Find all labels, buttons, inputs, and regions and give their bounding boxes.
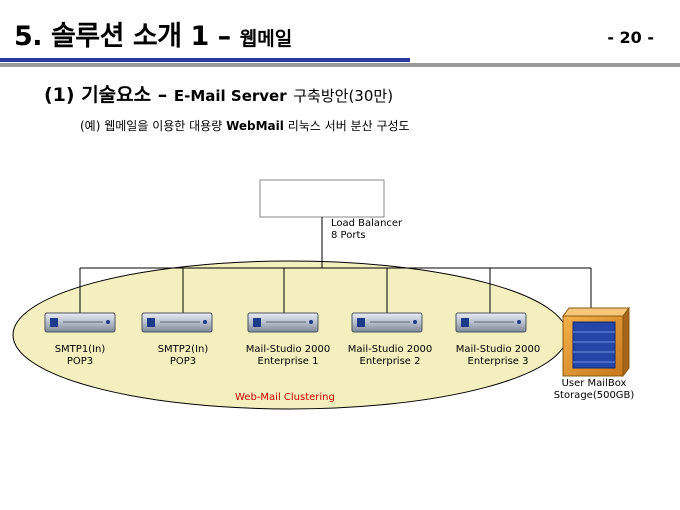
server-label-line2: POP3 — [66, 356, 94, 367]
server-label: Mail-Studio 2000 Enterprise 3 — [448, 344, 548, 368]
example-caption: (예) 웹메일을 이용한 대용량 WebMail 리눅스 서버 분산 구성도 — [80, 117, 410, 134]
title-rule-blue — [0, 58, 410, 62]
connection-lines — [79, 217, 592, 313]
cluster-label: Web-Mail Clustering — [235, 392, 335, 403]
server-icon — [44, 312, 116, 333]
title-main: 5. 솔루션 소개 1 – — [14, 21, 231, 52]
section-number-title: (1) 기술요소 – — [44, 84, 168, 106]
example-prefix: (예) 웹메일을 이용한 대용량 — [80, 119, 223, 133]
title-sub: 웹메일 — [239, 28, 293, 50]
server-label: Mail-Studio 2000 Enterprise 1 — [238, 344, 338, 368]
server-label-line1: Mail-Studio 2000 — [245, 344, 331, 355]
server-label-line1: Mail-Studio 2000 — [347, 344, 433, 355]
server-label-line2: Enterprise 2 — [359, 356, 421, 367]
page-number: - 20 - — [607, 28, 654, 47]
storage-label-line2: Storage(500GB) — [553, 390, 635, 401]
load-balancer-box — [259, 179, 385, 218]
server-label-line1: Mail-Studio 2000 — [455, 344, 541, 355]
server-label-line2: POP3 — [169, 356, 197, 367]
server-label-line1: SMTP2(In) — [157, 344, 209, 355]
storage-label-line1: User MailBox — [561, 378, 627, 389]
section-server: E-Mail Server — [173, 87, 287, 105]
cluster-ellipse — [12, 260, 568, 410]
section-heading: (1) 기술요소 – E-Mail Server 구축방안(30만) — [44, 80, 393, 107]
title-rule-gray — [0, 63, 680, 67]
load-balancer-line1: Load Balancer — [331, 218, 403, 229]
server-label-line1: SMTP1(In) — [54, 344, 106, 355]
server-label-line2: Enterprise 3 — [467, 356, 529, 367]
server-icon — [247, 312, 319, 333]
server-label: Mail-Studio 2000 Enterprise 2 — [340, 344, 440, 368]
server-icon — [351, 312, 423, 333]
load-balancer-label: Load Balancer 8 Ports — [331, 218, 402, 242]
storage-label: User MailBox Storage(500GB) — [546, 378, 642, 402]
server-label-line2: Enterprise 1 — [257, 356, 319, 367]
example-bold: WebMail — [226, 119, 284, 133]
server-icon — [455, 312, 527, 333]
page-title: 5. 솔루션 소개 1 – 웹메일 — [14, 14, 292, 53]
section-plan: 구축방안(30만) — [293, 87, 394, 105]
server-label: SMTP2(In) POP3 — [143, 344, 223, 368]
server-label: SMTP1(In) POP3 — [40, 344, 120, 368]
storage-icon — [562, 306, 630, 378]
server-icon — [141, 312, 213, 333]
load-balancer-line2: 8 Ports — [331, 230, 366, 241]
example-suffix: 리눅스 서버 분산 구성도 — [287, 119, 410, 133]
